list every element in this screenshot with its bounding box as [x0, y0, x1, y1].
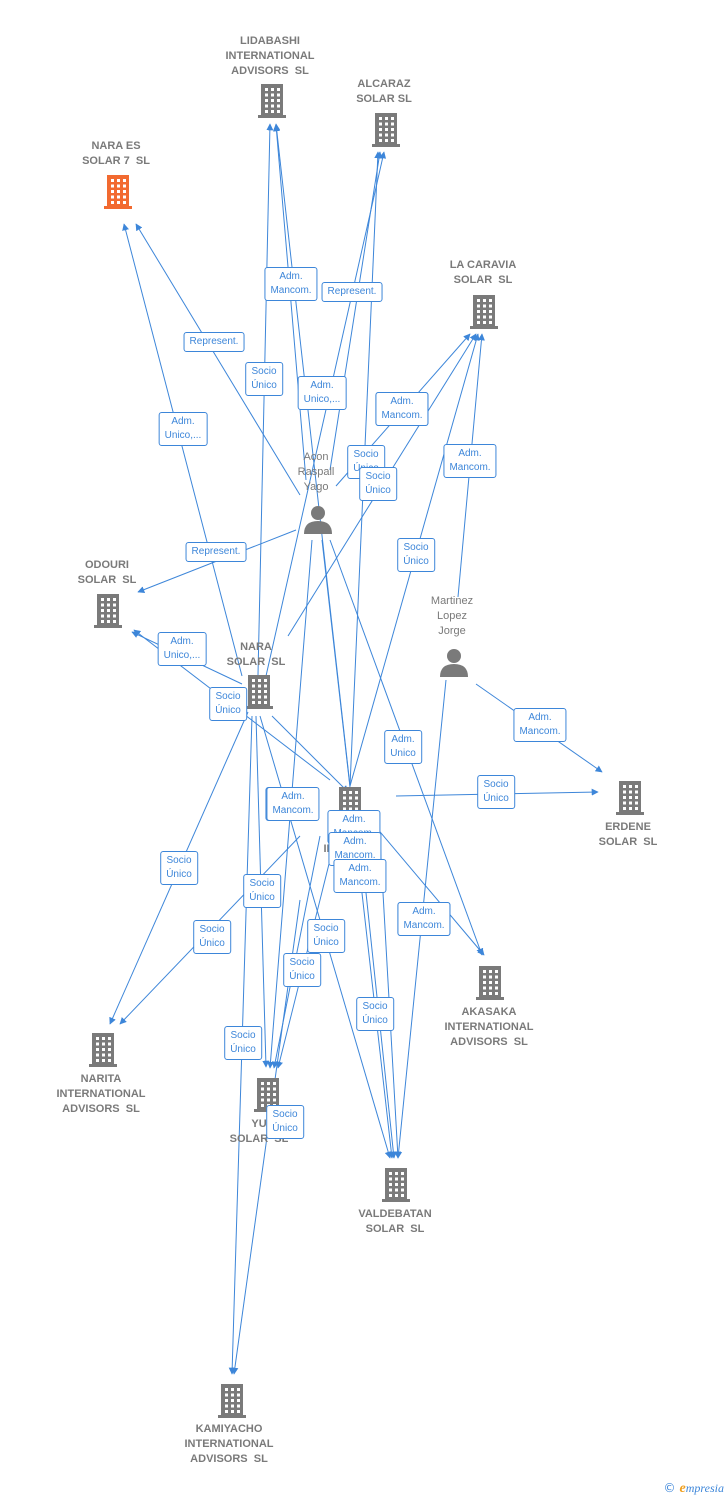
edge-label[interactable]: Socio Único: [193, 920, 231, 954]
node-label-lidabashi[interactable]: LIDABASHI INTERNATIONAL ADVISORS SL: [225, 35, 315, 77]
edge-label[interactable]: Socio Único: [356, 997, 394, 1031]
edge-label[interactable]: Socio Único: [245, 362, 283, 396]
edge-acon-to-alcaraz: [329, 151, 383, 471]
building-icon[interactable]: [470, 295, 498, 329]
edge-label[interactable]: Socio Único: [224, 1026, 262, 1060]
node-label-yu[interactable]: YU SOLAR SL: [229, 1118, 289, 1145]
edge-nara_solar-to-nara_es: [122, 223, 243, 677]
brand-name: mpresia: [685, 1481, 724, 1495]
building-icon[interactable]: [245, 675, 273, 709]
edge-label[interactable]: Socio Único: [160, 851, 198, 885]
building-icon[interactable]: [218, 1384, 246, 1418]
edge-nara_solar-to-alcaraz: [265, 151, 387, 677]
edge-label[interactable]: Represent.: [321, 282, 383, 302]
edge-label[interactable]: Adm. Unico,...: [158, 412, 208, 446]
copyright-symbol: ©: [663, 1481, 676, 1495]
edge-unk-to-lidabashi: [273, 123, 351, 787]
node-label-alcaraz[interactable]: ALCARAZ SOLAR SL: [356, 78, 412, 105]
person-icon[interactable]: [304, 506, 332, 534]
node-label-valdebatan[interactable]: VALDEBATAN SOLAR SL: [358, 1208, 432, 1235]
edge-unk-to-akasaka: [369, 819, 485, 956]
building-icon[interactable]: [372, 113, 400, 147]
edge-label[interactable]: Adm. Mancom.: [375, 392, 429, 426]
edge-label[interactable]: Socio Único: [359, 467, 397, 501]
edge-acon-to-nara_es: [135, 223, 301, 496]
edge-label[interactable]: Adm. Mancom.: [266, 787, 320, 821]
edge-label[interactable]: Adm. Mancom.: [443, 444, 497, 478]
person-icon[interactable]: [440, 649, 468, 677]
node-label-narita[interactable]: NARITA INTERNATIONAL ADVISORS SL: [56, 1073, 146, 1115]
building-icon[interactable]: [258, 84, 286, 118]
node-label-acon[interactable]: Acon Raspall Yago: [297, 451, 335, 493]
edge-label[interactable]: Socio Único: [397, 538, 435, 572]
node-label-nara_solar[interactable]: NARA SOLAR SL: [226, 641, 286, 668]
building-icon[interactable]: [616, 781, 644, 815]
edge-label[interactable]: Represent.: [183, 332, 245, 352]
edge-label[interactable]: Socio Único: [243, 874, 281, 908]
edge-label[interactable]: Represent.: [185, 542, 247, 562]
edges-layer: [109, 123, 603, 1375]
edge-label[interactable]: Adm. Mancom.: [264, 267, 318, 301]
empresia-watermark[interactable]: ©empresia: [664, 1481, 724, 1497]
edge-label[interactable]: Adm. Mancom.: [397, 902, 451, 936]
edge-label[interactable]: Adm. Mancom.: [513, 708, 567, 742]
edge-label[interactable]: Adm. Unico,...: [297, 376, 347, 410]
edge-label[interactable]: Adm. Unico: [384, 730, 422, 764]
edge-nara_solar-to-lidabashi: [257, 123, 274, 676]
edge-label[interactable]: Socio Único: [209, 687, 247, 721]
building-icon[interactable]: [254, 1078, 282, 1112]
edge-acon-to-lidabashi: [273, 124, 307, 481]
edge-label[interactable]: Socio Único: [283, 953, 321, 987]
node-label-akasaka[interactable]: AKASAKA INTERNATIONAL ADVISORS SL: [444, 1006, 534, 1048]
node-label-nara_es[interactable]: NARA ES SOLAR 7 SL: [82, 140, 150, 167]
building-icon[interactable]: [476, 966, 504, 1000]
edge-label[interactable]: Socio Único: [266, 1105, 304, 1139]
edge-label[interactable]: Socio Único: [307, 919, 345, 953]
building-icon[interactable]: [94, 594, 122, 628]
node-label-kamiyacho[interactable]: KAMIYACHO INTERNATIONAL ADVISORS SL: [184, 1423, 274, 1465]
brand-initial: e: [679, 1481, 686, 1496]
node-label-martinez[interactable]: Martinez Lopez Jorge: [430, 595, 474, 637]
edge-label[interactable]: Adm. Mancom.: [333, 859, 387, 893]
edge-label[interactable]: Socio Único: [477, 775, 515, 809]
node-label-erdene[interactable]: ERDENE SOLAR SL: [598, 821, 658, 848]
building-icon[interactable]: [89, 1033, 117, 1067]
edge-nara_solar-to-unk: [271, 715, 349, 793]
building-icon[interactable]: [382, 1168, 410, 1202]
node-label-la_caravia[interactable]: LA CARAVIA SOLAR SL: [449, 259, 517, 286]
node-label-odouri[interactable]: ODOURI SOLAR SL: [77, 559, 137, 586]
edge-label[interactable]: Adm. Unico,...: [157, 632, 207, 666]
building-icon[interactable]: [104, 175, 132, 209]
